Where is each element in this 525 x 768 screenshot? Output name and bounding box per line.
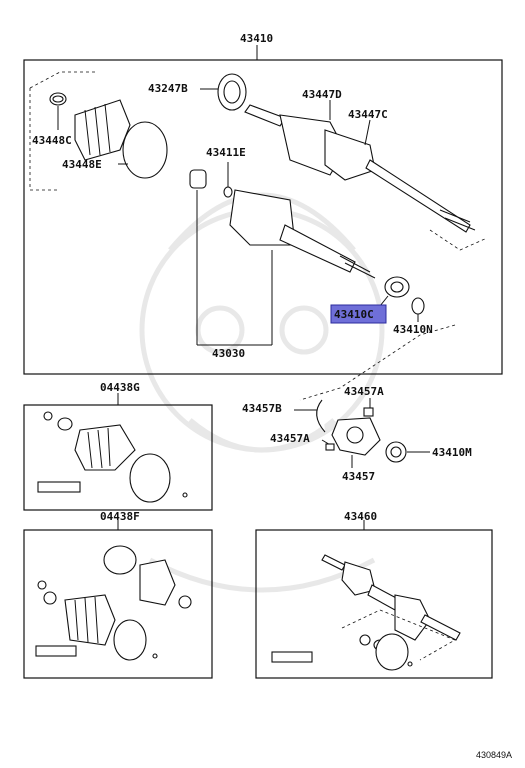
bolt-43457a-mid-part: [325, 443, 335, 451]
label-43457[interactable]: 43457: [342, 470, 375, 483]
label-43410m[interactable]: 43410M: [432, 446, 472, 459]
main-assembly-box: [23, 59, 503, 375]
label-43457a-mid[interactable]: 43457A: [270, 432, 310, 445]
label-43447c[interactable]: 43447C: [348, 108, 388, 121]
ring-43457b-part: [316, 399, 326, 433]
label-43030[interactable]: 43030: [212, 347, 245, 360]
bracket-43457-part: [331, 417, 381, 456]
clamp-43448c-part: [49, 92, 67, 106]
label-43410[interactable]: 43410: [240, 32, 273, 45]
diagram-id: 430849A: [476, 750, 512, 760]
label-43410c[interactable]: 43410C: [334, 308, 374, 321]
label-43247b[interactable]: 43247B: [148, 82, 188, 95]
boot-left-part: [74, 99, 131, 161]
shaft-43460-box: [255, 529, 493, 679]
label-43448e[interactable]: 43448E: [62, 158, 102, 171]
kit-04438g-parts: [37, 411, 188, 503]
label-43448c[interactable]: 43448C: [32, 134, 72, 147]
kit-04438f-parts: [35, 545, 192, 661]
label-04438g[interactable]: 04438G: [100, 381, 140, 394]
upper-shaft-part: [244, 104, 476, 233]
label-43457b[interactable]: 43457B: [242, 402, 282, 415]
seal-43410c-part: [384, 276, 410, 298]
band-43448e-part: [122, 121, 168, 179]
highlight-43410c: [330, 304, 387, 324]
tripod-part: [189, 169, 207, 189]
snap-43411e-part: [223, 186, 233, 198]
ring-43410n-part: [411, 297, 425, 315]
seal-43410m-part: [385, 441, 407, 463]
label-04438f[interactable]: 04438F: [100, 510, 140, 523]
shaft-43460-parts: [271, 554, 461, 671]
label-43410n[interactable]: 43410N: [393, 323, 433, 336]
label-43457a-top[interactable]: 43457A: [344, 385, 384, 398]
label-43411e[interactable]: 43411E: [206, 146, 246, 159]
label-43460[interactable]: 43460: [344, 510, 377, 523]
bearing-43247b-part: [217, 73, 247, 111]
bolt-43457a-part: [363, 407, 374, 417]
joint-43030-part: [229, 189, 376, 279]
label-43447d[interactable]: 43447D: [302, 88, 342, 101]
